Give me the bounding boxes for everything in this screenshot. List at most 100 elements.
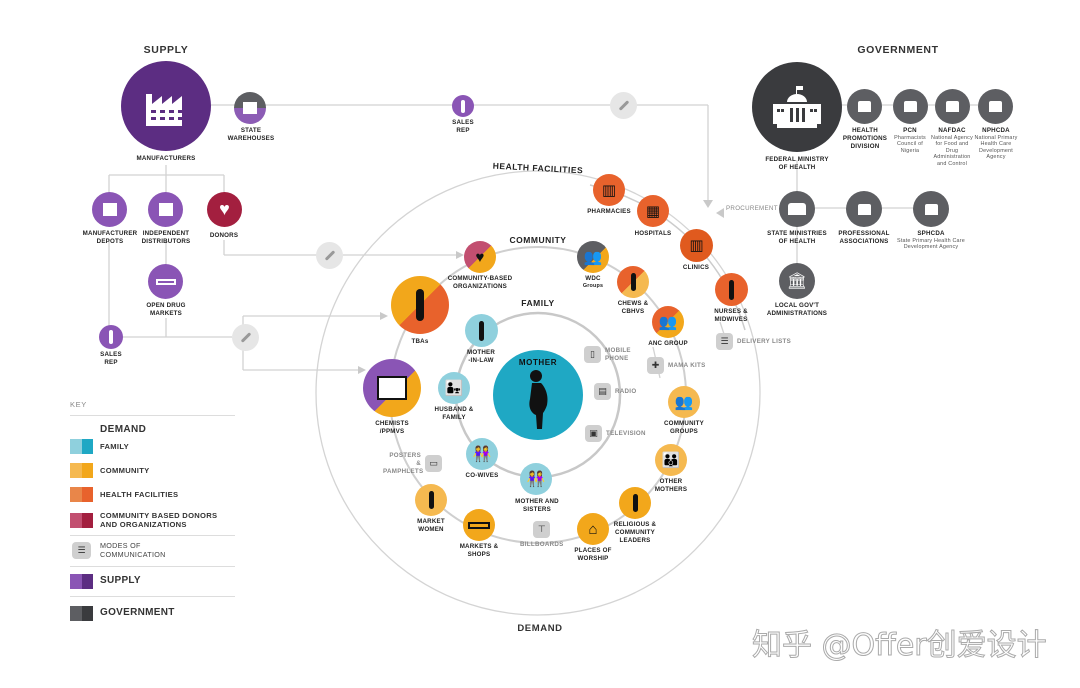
building-icon [946,101,959,112]
key-item-community: COMMUNITY [70,463,235,478]
mother-label: MOTHER [518,358,558,367]
woman-icon [479,320,484,341]
federal-ministry-node[interactable] [752,62,842,152]
key-item-supply: SUPPLY [70,573,235,589]
market-stalls-icon [155,278,176,285]
family-title: FAMILY [521,298,555,308]
key-item-family: FAMILY [70,439,235,454]
government-swatch [70,605,93,621]
supply-swatch [70,573,93,589]
mother-in-law-node[interactable] [465,314,498,347]
market-women-node[interactable] [415,484,447,516]
pill-icon [316,242,343,269]
hospitals-node[interactable]: ▦ [637,195,669,227]
building-icon [924,203,938,215]
donors-label: DONORS [209,232,239,239]
hospital-icon: ▦ [645,202,661,220]
group-icon: 👥 [583,248,603,266]
chemists-node[interactable] [363,359,421,417]
heart-handshake-icon: ♥ [475,248,485,266]
nphcda-node[interactable] [978,89,1013,124]
pill-icon [610,92,637,119]
donors-node[interactable]: ♥ [207,192,242,227]
chews-node[interactable] [617,266,649,298]
government-building-icon [788,203,806,215]
state-ministries-node[interactable] [779,191,815,227]
nurses-midwives-node[interactable] [715,273,748,306]
cbo-node[interactable]: ♥ [464,241,496,273]
medkit-icon: ✚ [647,357,664,374]
warehouse-icon [102,203,117,216]
pill-icon [232,324,259,351]
mother-sisters-label: MOTHER AND SISTERS [515,498,559,513]
pharmacies-node[interactable]: ▥ [593,174,625,206]
two-women-icon: 👭 [526,470,546,488]
places-of-worship-label: PLACES OF WORSHIP [574,547,612,562]
woman-icon [428,491,434,509]
anc-group-node[interactable]: 👥 [652,306,684,338]
sales-rep-top-label: SALES REP [452,119,474,134]
manufacturer-depots-node[interactable] [92,192,127,227]
government-building-icon [773,86,821,128]
co-wives-label: CO-WIVES [465,472,499,479]
places-of-worship-node[interactable]: ⌂ [577,513,609,545]
family-swatch [70,439,93,454]
local-govt-node[interactable]: 🏛 [779,263,815,299]
tbas-node[interactable] [391,276,449,334]
religious-leaders-node[interactable] [619,487,651,519]
other-mothers-node[interactable]: 👪 [655,444,687,476]
markets-shops-node[interactable] [463,509,495,541]
billboard-icon: ⊤ [533,521,551,538]
pharmacies-label: PHARMACIES [587,208,631,215]
health-facilities-swatch [70,487,93,502]
church-icon: ⌂ [588,520,598,538]
key-demand-title: DEMAND [100,424,147,435]
manufacturers-label: MANUFACTURERS [136,155,196,162]
sales-rep-node[interactable] [99,325,123,349]
sphcda-node[interactable] [913,191,949,227]
list-icon: ☰ [72,542,91,560]
community-swatch [70,463,93,478]
mode-television: ▣TELEVISION [585,425,646,442]
pcn-node[interactable] [893,89,928,124]
market-stalls-icon [468,521,490,529]
federal-ministry-label: FEDERAL MINISTRY OF HEALTH [765,156,829,171]
other-mothers-label: OTHER MOTHERS [654,478,688,493]
wdc-node[interactable]: 👥 [577,241,609,273]
key-item-donors: COMMUNITY BASED DONORS AND ORGANIZATIONS [70,511,235,529]
health-promotions-node[interactable] [847,89,882,124]
clinics-node[interactable]: ▥ [680,229,713,262]
state-warehouses-node[interactable] [234,92,266,124]
nafdac-node[interactable] [935,89,970,124]
factory-icon [146,94,183,126]
professional-associations-node[interactable] [846,191,882,227]
key-item-health-facilities: HEALTH FACILITIES [70,487,235,502]
open-drug-markets-node[interactable] [148,264,183,299]
mother-child-icon: 👪 [661,451,681,469]
sales-rep-top-node[interactable] [452,95,474,117]
mode-radio: ▤RADIO [594,383,636,400]
religious-leaders-label: RELIGIOUS & COMMUNITY LEADERS [613,521,657,544]
mother-in-law-label: MOTHER -IN-LAW [466,349,495,364]
state-ministries-label: STATE MINISTRIES OF HEALTH [767,230,827,245]
state-warehouses-label: STATE WAREHOUSES [227,127,275,142]
manufacturers-node[interactable] [121,61,211,151]
market-women-label: MARKET WOMEN [417,518,445,533]
mother-sisters-node[interactable]: 👭 [520,463,552,495]
radio-icon: ▤ [594,383,611,400]
key-item-modes: ☰MODES OF COMMUNICATION [70,541,235,560]
professional-associations-label: PROFESSIONAL ASSOCIATIONS [838,230,890,245]
pregnant-woman-icon [529,370,548,429]
group-icon: 👥 [674,393,694,411]
local-govt-label: LOCAL GOV'T ADMINISTRATIONS [766,302,828,317]
independent-distributors-node[interactable] [148,192,183,227]
husband-family-node[interactable]: 👨‍👧 [438,372,470,404]
co-wives-node[interactable]: 👭 [466,438,498,470]
community-groups-node[interactable]: 👥 [668,386,700,418]
community-groups-label: COMMUNITY GROUPS [664,420,704,435]
key-item-government: GOVERNMENT [70,605,235,621]
hospitals-label: HOSPITALS [634,230,672,237]
mother-node[interactable]: MOTHER [493,350,583,440]
